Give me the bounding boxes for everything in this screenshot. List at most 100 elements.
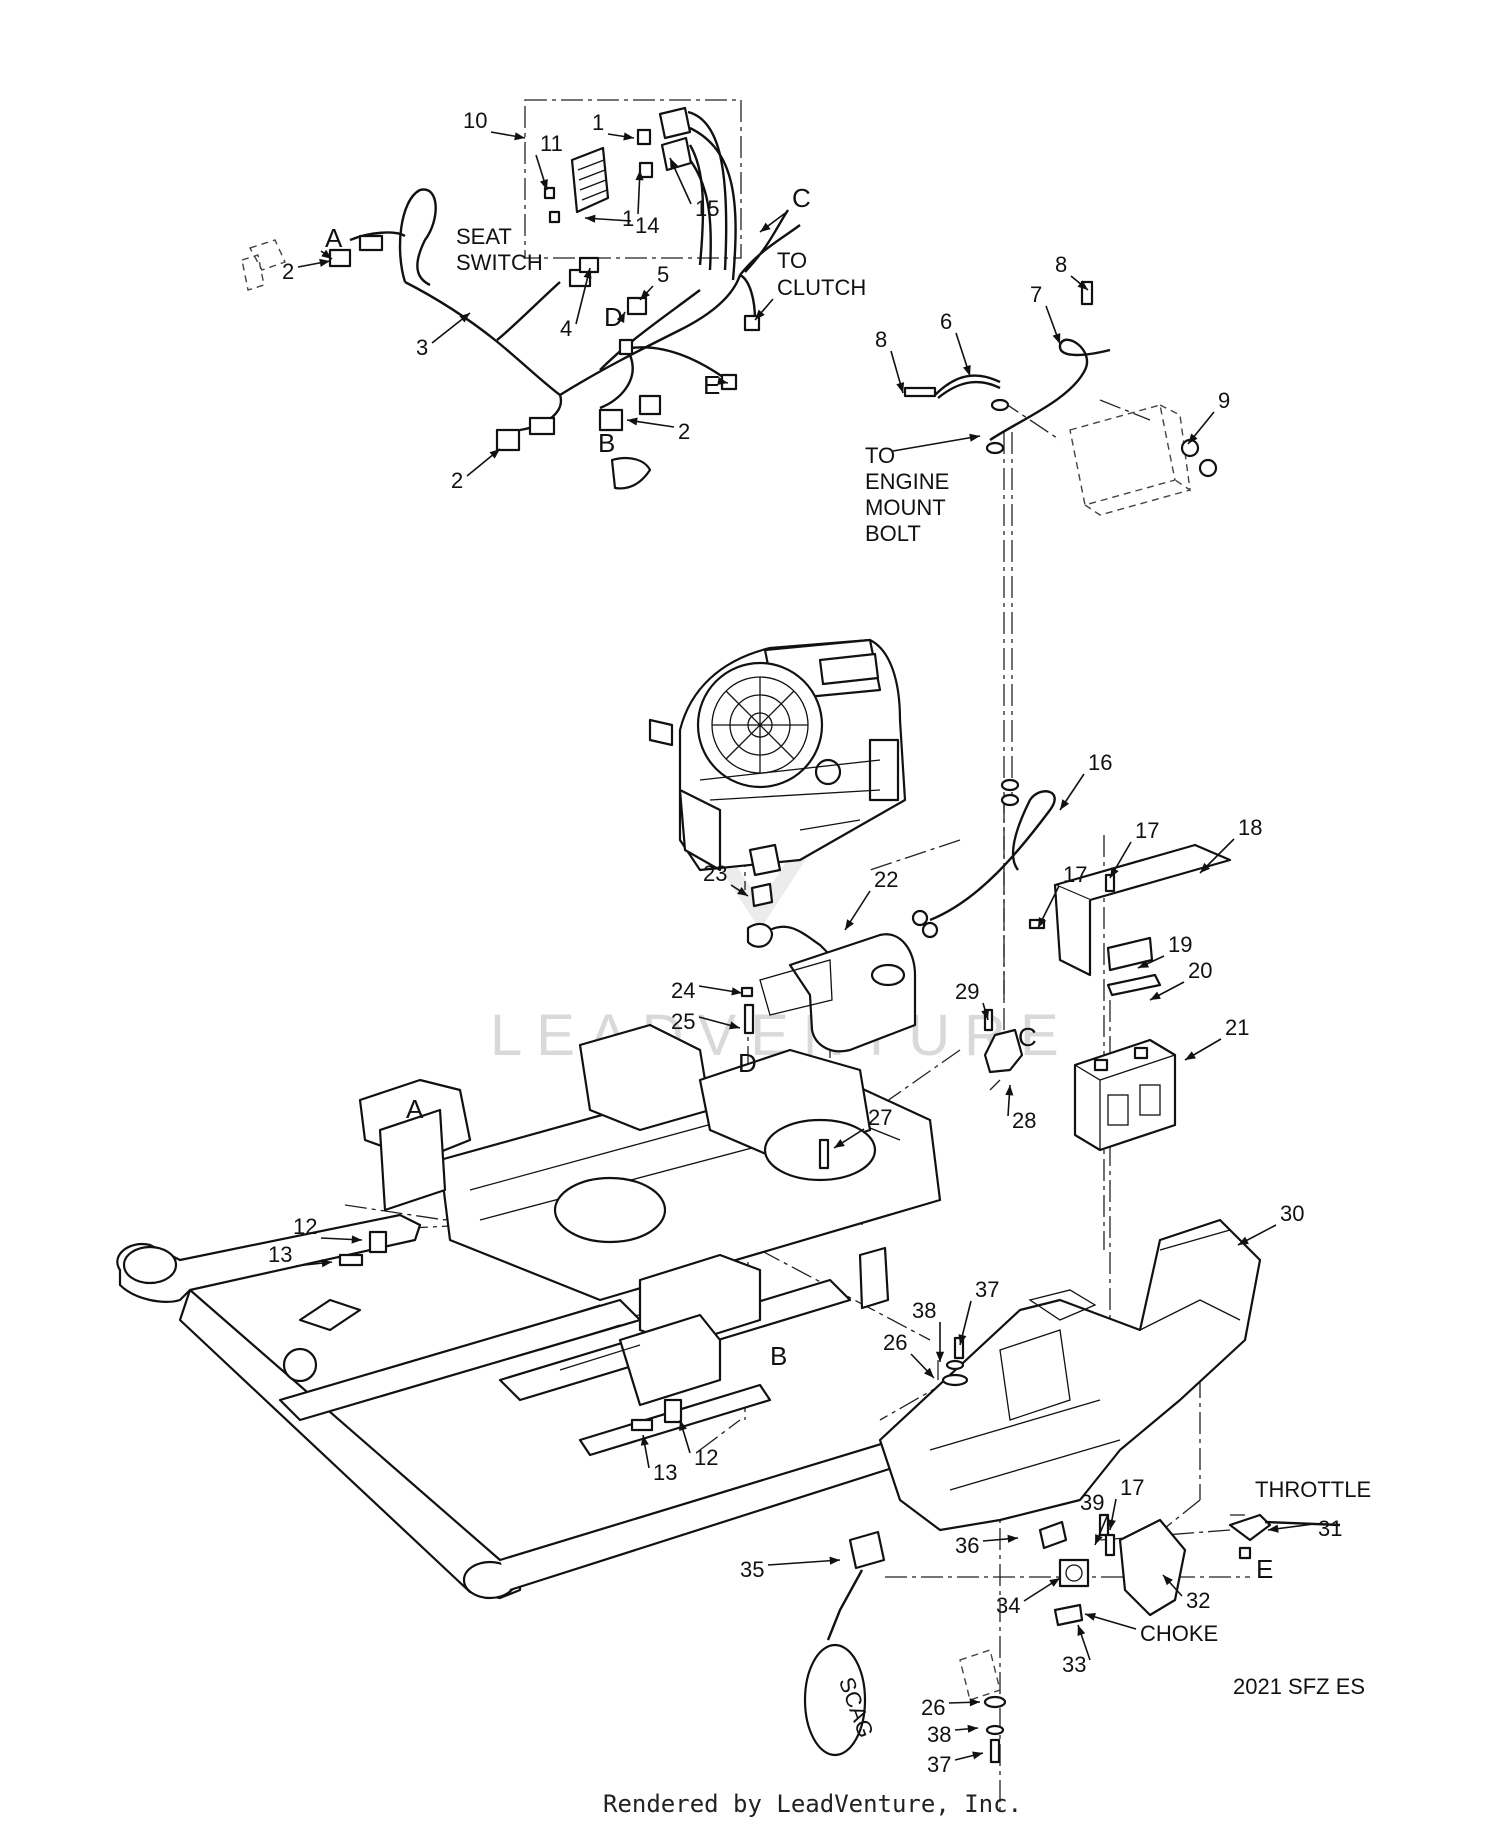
callout-6-22: 6: [940, 309, 952, 334]
callout-clutch-8: CLUTCH: [777, 275, 866, 300]
leader-arrowhead-24: [896, 382, 905, 393]
leader-arrowhead-3: [635, 170, 644, 181]
leader-arrowhead-50: [958, 1334, 967, 1345]
leader-arrowhead-17: [717, 377, 728, 385]
leader-arrowhead-4: [585, 214, 596, 223]
engine: [648, 638, 907, 877]
callout-11-2: 11: [540, 131, 563, 156]
leader-arrowhead-32: [1200, 862, 1211, 873]
callout-18-32: 18: [1238, 815, 1262, 840]
callout-20-35: 20: [1188, 958, 1212, 983]
callout-35-62: 35: [740, 1557, 764, 1582]
leader-arrowhead-51: [935, 1351, 945, 1362]
callout-3-16: 3: [416, 335, 428, 360]
callout-15-5: 15: [695, 196, 719, 221]
callout-32-63: 32: [1186, 1588, 1210, 1613]
leader-arrowhead-16: [459, 313, 470, 323]
callout-1-3: 1: [622, 206, 634, 231]
leader-arrowhead-21: [1077, 280, 1088, 290]
callout-19-34: 19: [1168, 932, 1192, 957]
leader-arrowhead-35: [1150, 991, 1161, 1000]
callout-engine-27: ENGINE: [865, 469, 949, 494]
leader-arrowhead-41: [981, 1009, 989, 1020]
callout-2-18: 2: [678, 419, 690, 444]
callout-2-10: 2: [282, 259, 294, 284]
leader-arrowhead-15: [616, 312, 625, 323]
leader-arrowhead-47: [1238, 1236, 1249, 1245]
leader-arrowhead-30: [1060, 799, 1070, 810]
leader-arrowhead-36: [1185, 1051, 1196, 1060]
callout-choke-65: CHOKE: [1140, 1621, 1218, 1646]
leader-arrowhead-68: [967, 1724, 978, 1733]
leader-arrowhead-64: [1049, 1578, 1060, 1587]
callout-17-56: 17: [1120, 1475, 1144, 1500]
callout-c-42: C: [1018, 1022, 1037, 1052]
leader-line-26: [892, 435, 981, 452]
callout-39-58: 39: [1080, 1490, 1104, 1515]
callout-to-7: TO: [777, 248, 807, 273]
callout-seat-11: SEAT: [456, 224, 512, 249]
leader-arrowhead-49: [321, 1259, 332, 1268]
callout-e-17: E: [703, 370, 720, 400]
battery: [1073, 1038, 1177, 1152]
callout-5-14: 5: [657, 262, 669, 287]
callout-e-61: E: [1256, 1554, 1273, 1584]
leader-arrowhead-66: [1077, 1625, 1086, 1636]
leader-arrowhead-52: [924, 1367, 934, 1378]
watermark-logo: LEADVENTURE: [490, 856, 1059, 1068]
callout-13-54: 13: [653, 1460, 677, 1485]
callout-12-55: 12: [694, 1445, 718, 1470]
leader-arrowhead-37: [737, 887, 748, 896]
callout-to-26: TO: [865, 443, 895, 468]
leader-arrowhead-8: [755, 309, 765, 320]
callout-26-67: 26: [921, 1695, 945, 1720]
callout-17-31: 17: [1135, 818, 1159, 843]
callout-14-4: 14: [635, 213, 659, 238]
leader-arrowhead-26: [969, 433, 980, 442]
callout-27-45: 27: [868, 1105, 892, 1130]
callout-2-20: 2: [451, 468, 463, 493]
leader-arrowhead-20: [489, 449, 500, 459]
callout-d-15: D: [604, 302, 623, 332]
muffler: [740, 882, 917, 1053]
callout-31-59: 31: [1318, 1516, 1342, 1541]
leader-arrowhead-38: [845, 919, 854, 930]
leader-arrowhead-59: [1268, 1524, 1279, 1533]
callout-28-43: 28: [1012, 1108, 1036, 1133]
callout-throttle-57: THROTTLE: [1255, 1477, 1371, 1502]
callout-8-24: 8: [875, 327, 887, 352]
leader-arrowhead-60: [1007, 1534, 1018, 1543]
callout-a-9: A: [325, 223, 343, 253]
callout-bolt-29: BOLT: [865, 521, 921, 546]
callout-9-25: 9: [1218, 388, 1230, 413]
callout-34-64: 34: [996, 1593, 1020, 1618]
callout-22-38: 22: [874, 867, 898, 892]
callout-switch-12: SWITCH: [456, 250, 543, 275]
leader-arrowhead-40: [729, 1021, 740, 1030]
callout-26-52: 26: [883, 1330, 907, 1355]
leader-arrowhead-13: [583, 268, 592, 279]
battery-cables: [903, 280, 1218, 516]
leader-arrowhead-48: [351, 1235, 362, 1244]
callout-8-21: 8: [1055, 252, 1067, 277]
leader-arrowhead-31: [1110, 867, 1119, 878]
callout-38-68: 38: [927, 1722, 951, 1747]
callout-37-50: 37: [975, 1277, 999, 1302]
control-module-group: [543, 106, 737, 281]
leader-arrowhead-14: [640, 289, 650, 300]
leader-arrowhead-33: [1038, 917, 1047, 928]
callout-10-0: 10: [463, 108, 487, 133]
leader-arrowhead-65: [1085, 1613, 1096, 1621]
wiring-harness: [241, 188, 801, 490]
fender-body: [878, 1218, 1262, 1532]
callout-1-1: 1: [592, 110, 604, 135]
footer-credit: Rendered by LeadVenture, Inc.: [603, 1790, 1022, 1818]
leader-arrowhead-0: [514, 132, 525, 141]
callout-16-30: 16: [1088, 750, 1112, 775]
leader-arrowhead-9: [321, 249, 332, 259]
callout-4-13: 4: [560, 316, 572, 341]
drawing-code: 2021 SFZ ES: [1233, 1674, 1365, 1699]
callout-17-33: 17: [1063, 862, 1087, 887]
